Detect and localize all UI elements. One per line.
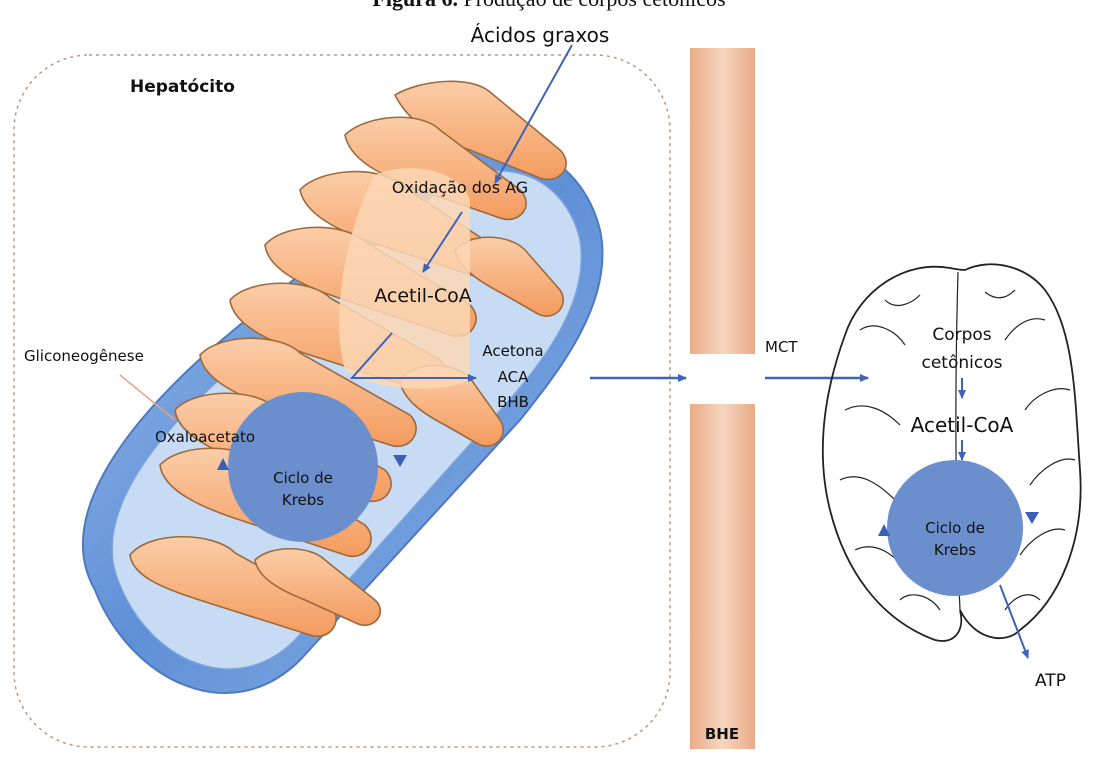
- label-cetonicos: cetônicos: [922, 353, 1003, 373]
- figure-caption: Figura 6. Produção de corpos cetônicos: [372, 0, 725, 11]
- krebs-brain-label-2: Krebs: [934, 541, 976, 559]
- label-corpos: Corpos: [932, 325, 991, 345]
- label-bhe: BHE: [705, 725, 739, 743]
- label-oxaloacetato: Oxaloacetato: [155, 428, 255, 446]
- label-bhb: BHB: [497, 393, 529, 411]
- blood-brain-barrier: [690, 48, 755, 749]
- label-mct: MCT: [765, 338, 798, 356]
- cycle-arrow-right-icon: [1025, 512, 1039, 524]
- krebs-cycle-brain: Ciclo de Krebs: [878, 460, 1039, 596]
- mitochondrion: [83, 81, 603, 693]
- label-gliconeogenese: Gliconeogênese: [24, 347, 144, 365]
- krebs-brain-label-1: Ciclo de: [925, 519, 985, 537]
- label-oxidacao-ag: Oxidação dos AG: [392, 178, 528, 197]
- label-atp: ATP: [1035, 671, 1066, 691]
- krebs-liver-label-1: Ciclo de: [273, 469, 333, 487]
- label-acetil-coa-brain: Acetil-CoA: [911, 413, 1014, 437]
- label-acetona: Acetona: [482, 342, 543, 360]
- label-aca: ACA: [498, 368, 529, 386]
- label-hepatocito: Hepatócito: [130, 77, 235, 97]
- krebs-liver-label-2: Krebs: [282, 491, 324, 509]
- label-acetil-coa-liver: Acetil-CoA: [374, 285, 472, 307]
- arrow-krebs-to-atp: [1000, 585, 1028, 658]
- label-acidos-graxos: Ácidos graxos: [471, 23, 610, 47]
